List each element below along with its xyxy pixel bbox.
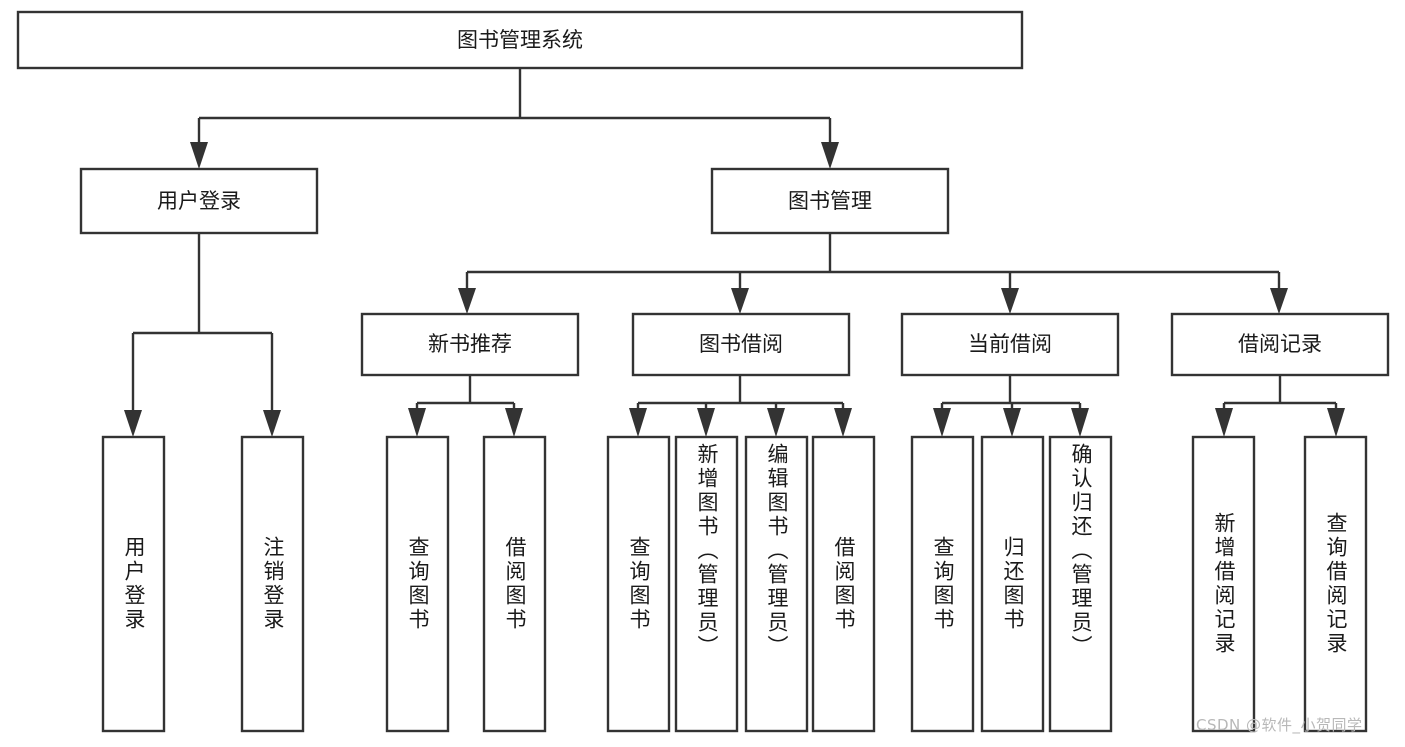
leaf-node-1-label: 用户登录 [122,536,146,632]
node-user-login-box[interactable] [79,167,319,235]
leaf-node-2-box[interactable] [240,435,305,733]
node-book-management-label: 图书管理 [788,189,872,213]
node-current-borrow[interactable]: 当前借阅 [900,312,1120,377]
arrow-head-leaf-12 [1215,408,1233,437]
leaf-layer: 用户登录 注销登录 查询图书 借阅图书 [101,435,1368,733]
leaf-node-9-box[interactable] [910,435,975,733]
arrow-head-leaf-3 [408,408,426,437]
leaf-node-11-label: 确认归还（管理员） [1069,443,1093,659]
leaf-node-6-box[interactable] [674,435,739,733]
leaf-node-3-label: 查询图书 [406,536,430,632]
leaf-node-10[interactable]: 归还图书 [980,435,1045,733]
leaf-node-5-label: 查询图书 [627,536,651,632]
leaf-node-11-box[interactable] [1048,435,1113,733]
leaf-node-5-box[interactable] [606,435,671,733]
leaf-node-3-box[interactable] [385,435,450,733]
node-borrow-record-label: 借阅记录 [1238,332,1322,356]
node-book-borrow-label: 图书借阅 [699,332,783,356]
node-book-borrow[interactable]: 图书借阅 [631,312,851,377]
arrow-head-book-mgmt [821,142,839,169]
leaf-node-2-label: 注销登录 [261,536,285,632]
leaf-node-9-label: 查询图书 [931,536,955,632]
leaf-node-7-label: 编辑图书（管理员） [765,443,789,659]
node-new-book-recommend[interactable]: 新书推荐 [360,312,580,377]
arrow-head-leaf-1 [124,410,142,437]
leaf-node-7-box[interactable] [744,435,809,733]
leaf-node-12[interactable]: 新增借阅记录 [1191,435,1256,733]
arrow-head-borrow-record [1270,288,1288,314]
node-root-label: 图书管理系统 [457,28,583,52]
arrow-head-leaf-11 [1071,408,1089,437]
leaf-node-4-box[interactable] [482,435,547,733]
leaf-node-3[interactable]: 查询图书 [385,435,450,733]
node-root-box[interactable] [16,10,1024,70]
leaf-node-1-box[interactable] [101,435,166,733]
leaf-node-5[interactable]: 查询图书 [606,435,671,733]
leaf-node-12-box[interactable] [1191,435,1256,733]
leaf-node-8-label: 借阅图书 [832,536,856,632]
node-user-login-label: 用户登录 [157,189,241,213]
node-root[interactable]: 图书管理系统 [16,10,1024,70]
leaf-node-13-box[interactable] [1303,435,1368,733]
arrow-head-leaf-6 [697,408,715,437]
leaf-node-8[interactable]: 借阅图书 [811,435,876,733]
arrow-head-user-login [190,142,208,169]
leaf-node-12-label: 新增借阅记录 [1212,512,1236,656]
leaf-node-10-box[interactable] [980,435,1045,733]
arrow-head-leaf-10 [1003,408,1021,437]
leaf-node-13-label: 查询借阅记录 [1324,512,1348,656]
arrow-head-leaf-13 [1327,408,1345,437]
node-book-management-box[interactable] [710,167,950,235]
leaf-node-9[interactable]: 查询图书 [910,435,975,733]
node-book-management[interactable]: 图书管理 [710,167,950,235]
arrow-head-current-borrow [1001,288,1019,314]
leaf-node-4[interactable]: 借阅图书 [482,435,547,733]
arrow-head-book-borrow [731,288,749,314]
connector-layer [124,68,1345,437]
leaf-node-13[interactable]: 查询借阅记录 [1303,435,1368,733]
node-current-borrow-box[interactable] [900,312,1120,377]
leaf-node-6-label: 新增图书（管理员） [695,443,719,659]
leaf-node-10-label: 归还图书 [1001,536,1025,632]
node-borrow-record[interactable]: 借阅记录 [1170,312,1390,377]
node-user-login[interactable]: 用户登录 [79,167,319,235]
node-new-book-recommend-box[interactable] [360,312,580,377]
leaf-node-7[interactable]: 编辑图书（管理员） [744,435,809,733]
node-borrow-record-box[interactable] [1170,312,1390,377]
leaf-node-4-label: 借阅图书 [503,536,527,632]
arrow-head-leaf-8 [834,408,852,437]
node-current-borrow-label: 当前借阅 [968,332,1052,356]
arrow-head-leaf-5 [629,408,647,437]
leaf-node-1[interactable]: 用户登录 [101,435,166,733]
arrow-head-new-book-rec [458,288,476,314]
arrow-head-leaf-2 [263,410,281,437]
node-new-book-recommend-label: 新书推荐 [428,332,512,356]
leaf-node-8-box[interactable] [811,435,876,733]
leaf-node-6[interactable]: 新增图书（管理员） [674,435,739,733]
arrow-head-leaf-9 [933,408,951,437]
node-book-borrow-box[interactable] [631,312,851,377]
leaf-node-11[interactable]: 确认归还（管理员） [1048,435,1113,733]
arrow-head-leaf-4 [505,408,523,437]
arrow-head-leaf-7 [767,408,785,437]
leaf-node-2[interactable]: 注销登录 [240,435,305,733]
